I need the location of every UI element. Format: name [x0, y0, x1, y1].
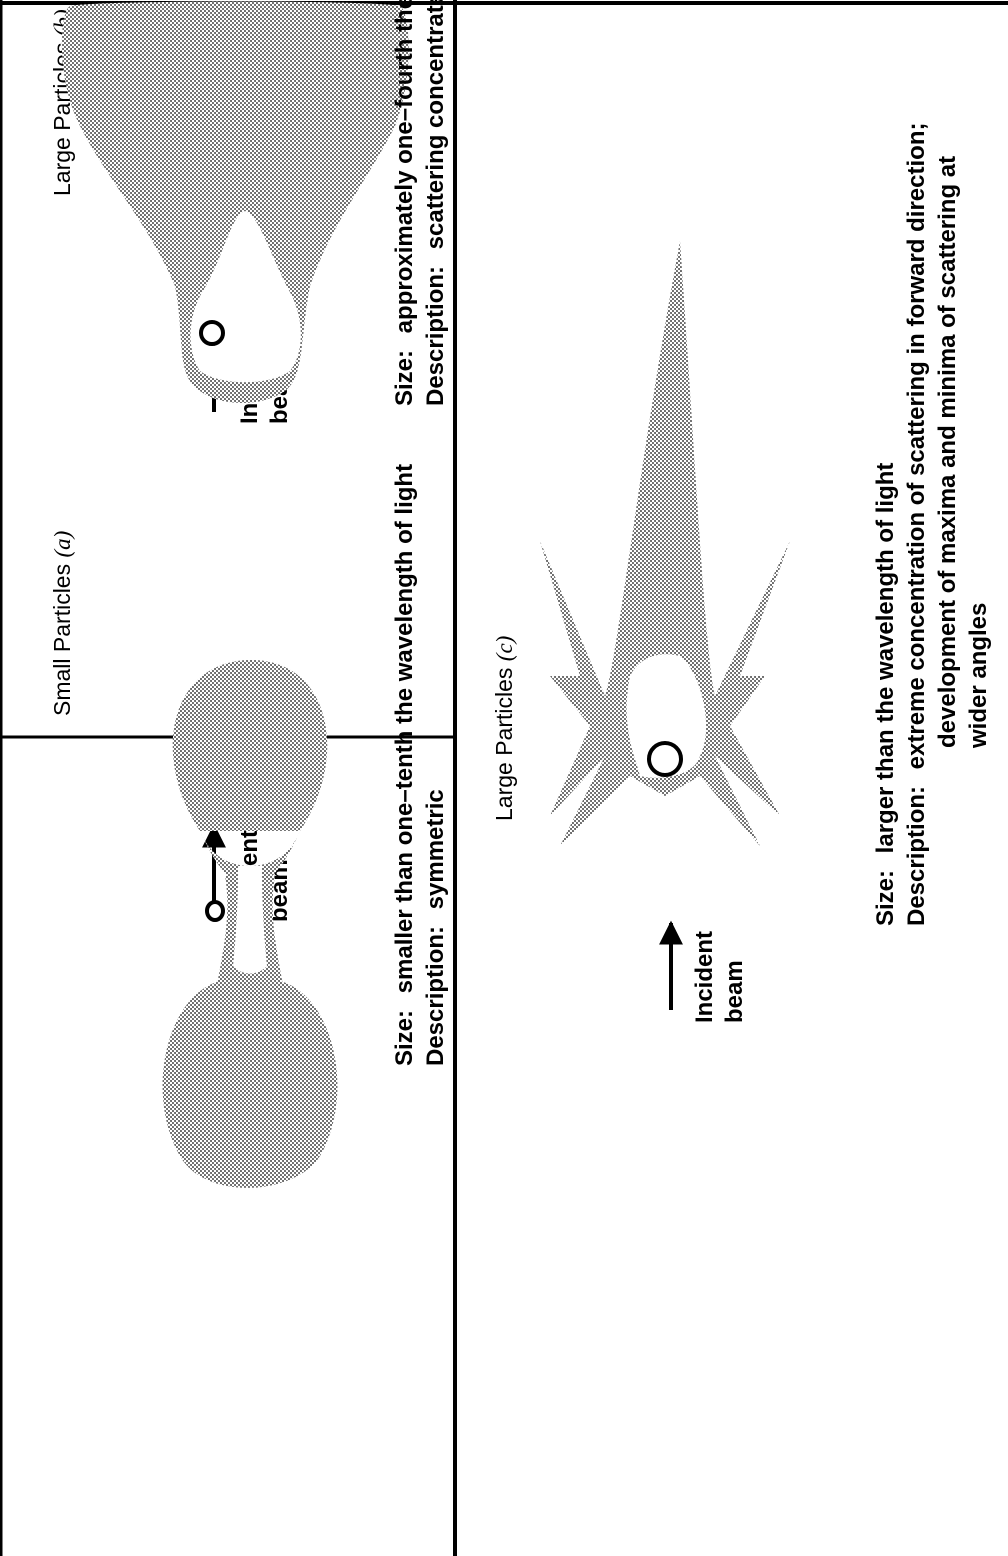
panel-c-size: Size: larger than the wavelength of ligh… — [872, 463, 899, 926]
panel-c-title: Large Particles (c) — [491, 636, 517, 821]
scattering-white-core — [233, 866, 267, 974]
panel-b-description: Description: scattering concentrated in … — [422, 0, 449, 406]
panel-c-description-line: wider angles — [965, 603, 992, 749]
particle-circle-icon — [649, 743, 681, 775]
panel-c: Large Particles (c) Incident beam Size: … — [491, 123, 992, 1023]
particle-circle-icon — [207, 902, 223, 920]
panel-a-description: Description: symmetric — [422, 789, 449, 1066]
incident-beam-label: Incident — [691, 931, 718, 1023]
particle-circle-icon — [201, 322, 223, 344]
panel-a-title: Small Particles (a) — [49, 531, 75, 716]
panel-c-description-line: development of maxima and minima of scat… — [934, 156, 961, 748]
rotated-figure: Small Particles (a) Incident beam Size: … — [49, 0, 992, 1188]
panel-b-size: Size: approximately one–fourth the wavel… — [391, 0, 418, 406]
incident-beam-label: beam — [721, 960, 748, 1023]
panel-a-size: Size: smaller than one–tenth the wavelen… — [391, 464, 418, 1066]
panel-a: Small Particles (a) Incident beam Size: … — [49, 464, 449, 1188]
scattering-pattern-a-lobe — [163, 977, 338, 1188]
panel-c-description: Description: extreme concentration of sc… — [903, 123, 930, 926]
panel-b: Large Particles (b) Incident beam Size: … — [49, 0, 449, 424]
